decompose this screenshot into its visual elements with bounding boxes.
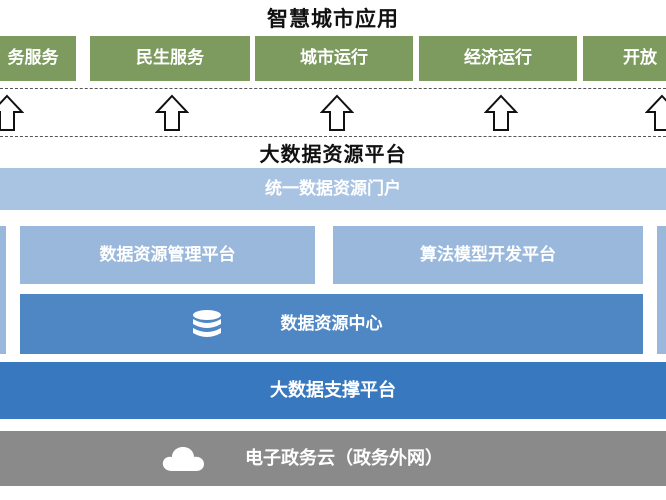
data-resource-center: 数据资源中心: [20, 294, 643, 354]
upper-dashed-divider: [0, 88, 666, 89]
up-arrow-icon: [645, 94, 666, 131]
left-side-panel: [0, 226, 6, 354]
right-side-panel: [657, 226, 666, 354]
algorithm-model-platform: 算法模型开发平台: [333, 226, 643, 284]
app-box-open: 开放: [583, 36, 666, 81]
app-box-city-operation: 城市运行: [255, 36, 413, 81]
e-government-cloud-label: 电子政务云（政务外网）: [245, 448, 443, 469]
smart-city-apps-title: 智慧城市应用: [267, 7, 399, 31]
data-resource-center-label: 数据资源中心: [280, 314, 383, 334]
big-data-support-platform: 大数据支撑平台: [0, 362, 666, 419]
cloud-icon: [162, 447, 204, 471]
e-government-cloud: 电子政务云（政务外网）: [0, 431, 666, 486]
app-box-livelihood-service: 民生服务: [90, 36, 250, 81]
big-data-platform-title: 大数据资源平台: [259, 142, 407, 166]
lower-dashed-divider: [0, 136, 666, 137]
data-management-platform: 数据资源管理平台: [20, 226, 315, 284]
up-arrow-icon: [155, 94, 189, 131]
app-box-government-service: 务服务: [0, 36, 76, 81]
up-arrow-icon: [0, 94, 24, 131]
database-icon: [193, 310, 221, 337]
up-arrow-icon: [320, 94, 354, 131]
unified-data-portal: 统一数据资源门户: [0, 168, 666, 210]
app-box-economic-operation: 经济运行: [419, 36, 577, 81]
up-arrow-icon: [484, 94, 518, 131]
